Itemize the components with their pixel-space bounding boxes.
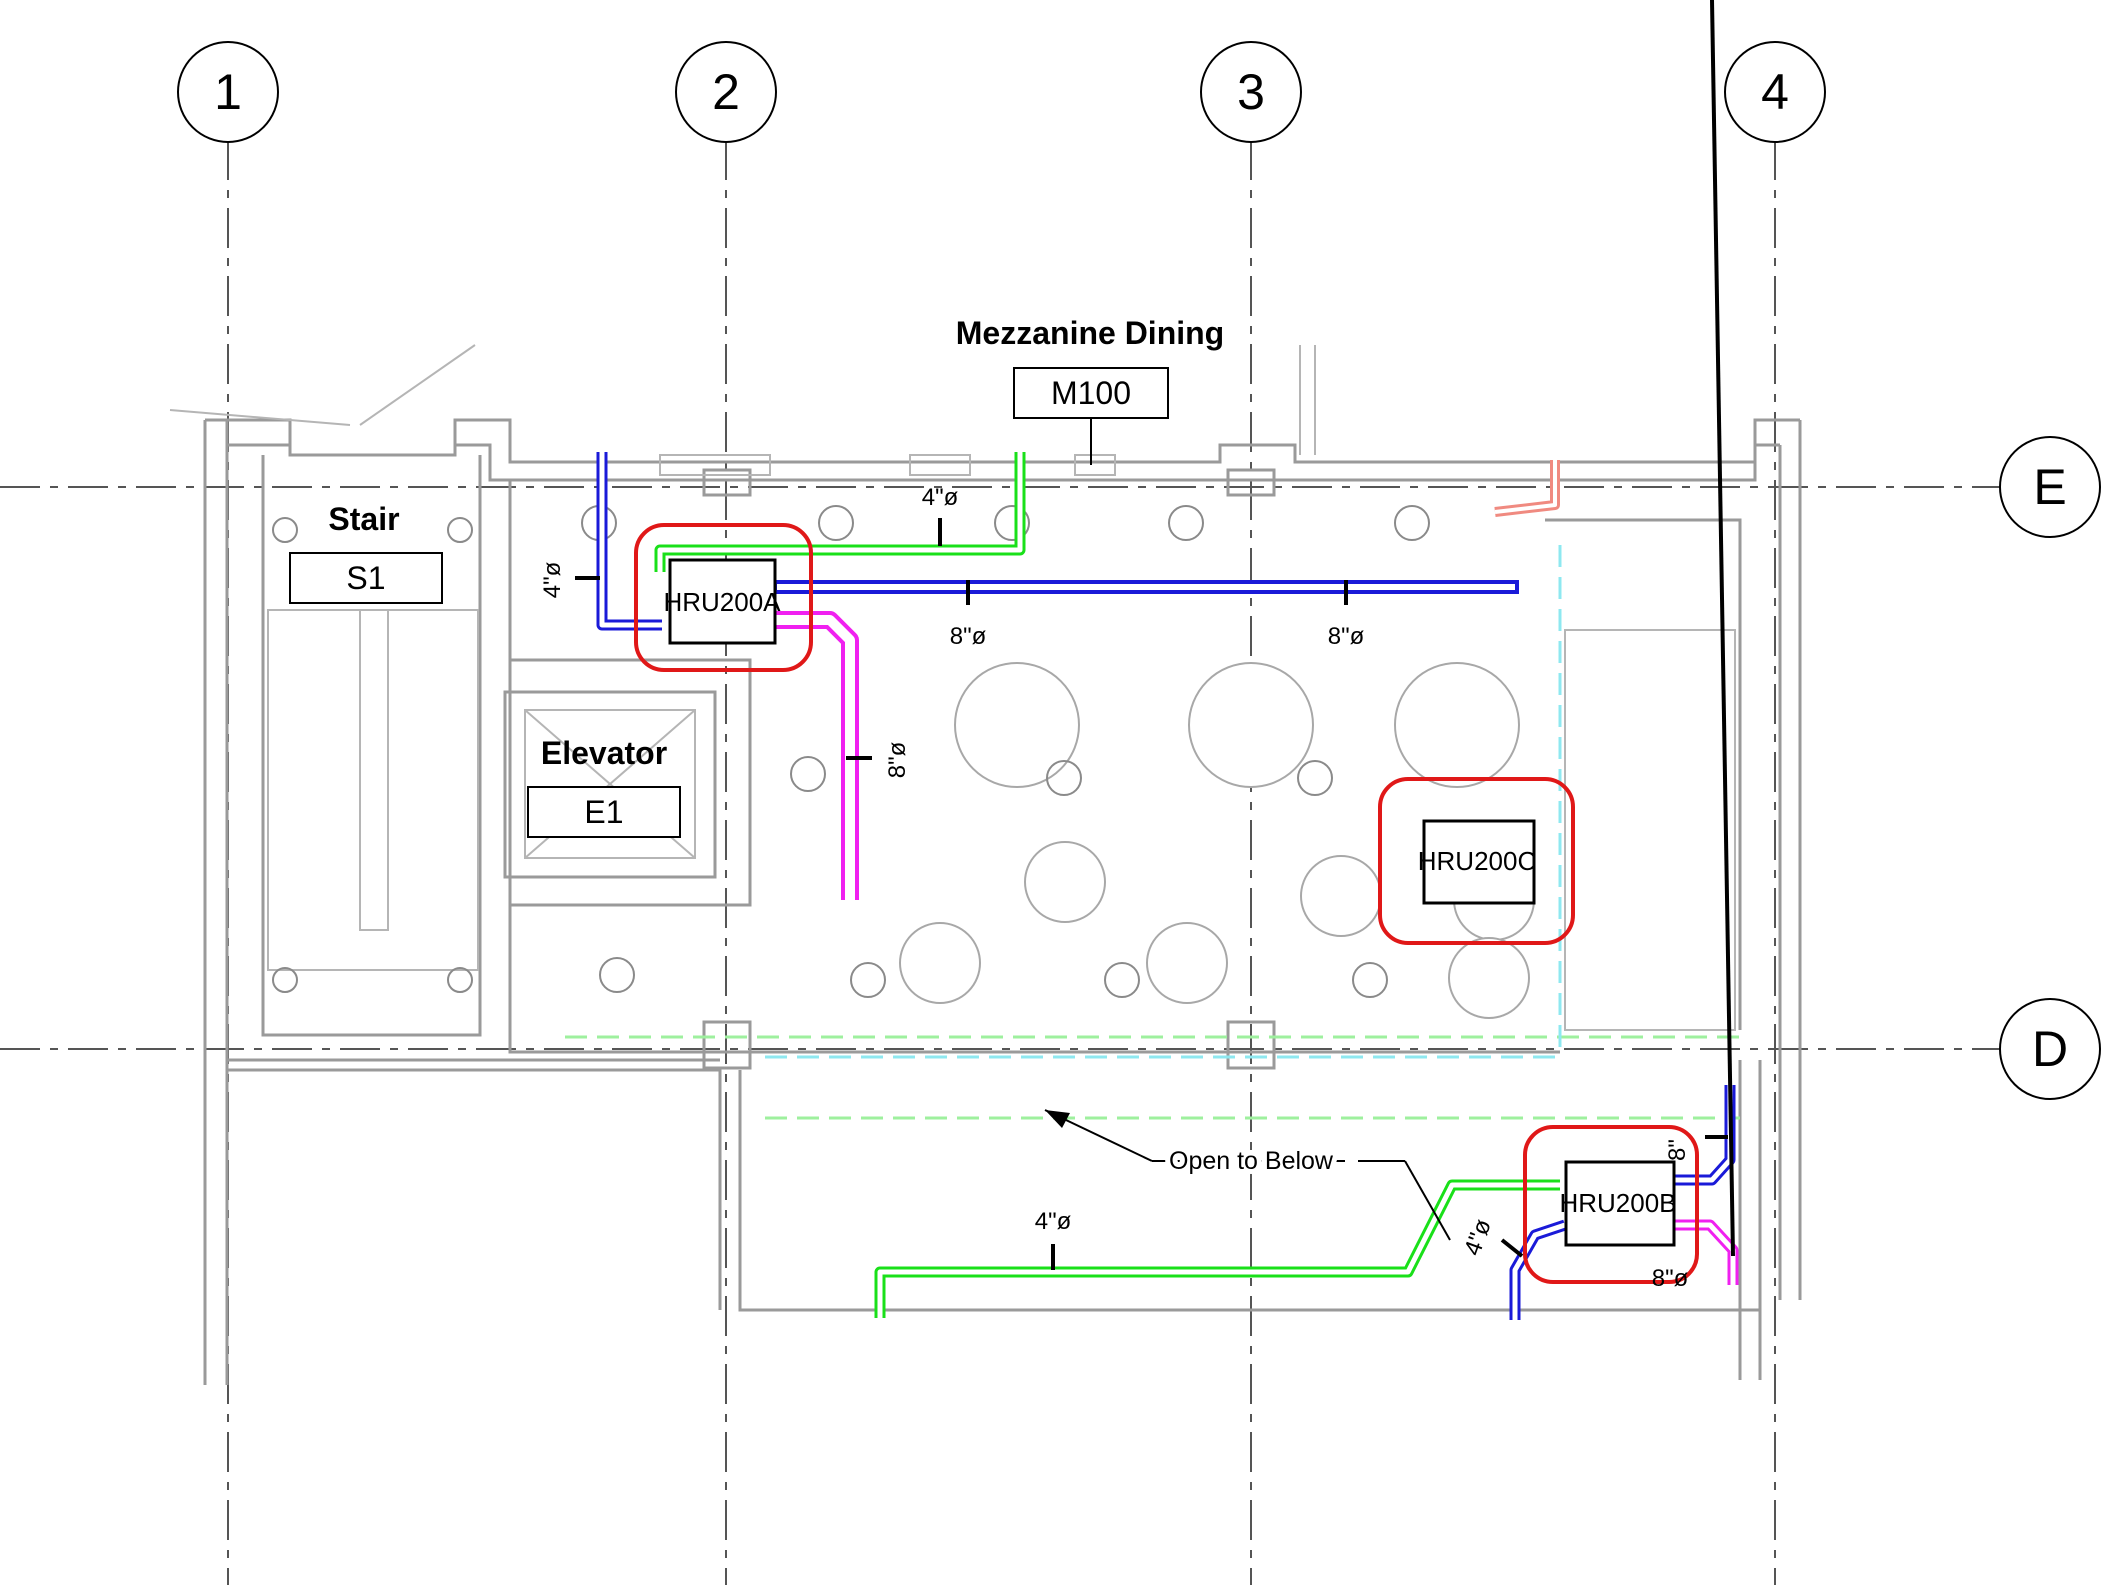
svg-text:HRU200C: HRU200C [1418,846,1537,876]
svg-text:Open to Below: Open to Below [1169,1147,1334,1175]
svg-text:8"ø: 8"ø [950,623,987,650]
grid-bubble-3: 3 [1200,41,1302,143]
svg-text:E: E [2033,459,2066,515]
svg-text:HRU200B: HRU200B [1559,1188,1676,1218]
svg-text:8"ø: 8"ø [1652,1265,1689,1292]
duct-tag-green-bottom: 4"ø [1035,1208,1072,1270]
hru-200a[interactable]: HRU200A [634,523,813,672]
grid-lines [0,140,2000,1585]
svg-text:8"ø: 8"ø [1328,623,1365,650]
duct-tag-blue-left: 4"ø [539,561,600,598]
svg-text:1: 1 [214,64,242,120]
duct-tag-magenta-b: 8"ø [1652,0,1735,1292]
svg-text:2: 2 [712,64,740,120]
svg-text:D: D [2032,1021,2068,1077]
svg-text:HRU200A: HRU200A [663,587,781,617]
svg-text:8": 8" [1664,1139,1691,1161]
duct-green-upper [654,452,1026,572]
duct-tag-blue-mid: 8"ø [950,580,987,650]
svg-text:4: 4 [1761,64,1789,120]
grid-bubble-1: 1 [177,41,279,143]
hru-200b[interactable]: HRU200B [1523,1125,1699,1284]
duct-magenta-b [1675,1219,1739,1285]
grid-bubble-4: 4 [1724,41,1826,143]
svg-text:Stair: Stair [328,501,399,537]
grid-bubble-2: 2 [675,41,777,143]
ceiling-diffusers [272,505,1430,998]
duct-tag-green-top: 4"ø [922,484,959,546]
room-label-mezzanine: Mezzanine Dining M100 [956,315,1224,465]
duct-magenta-a [775,611,859,900]
duct-tag-blue-right: 8"ø [1328,580,1365,650]
dashed-boundaries [565,545,1740,1120]
duct-green-lower [874,1179,1560,1318]
duct-tag-blue-b: 4"ø [1459,1215,1524,1259]
svg-text:4"ø: 4"ø [1459,1215,1497,1259]
duct-tag-blue-b-top: 8" [1664,1135,1728,1161]
svg-text:Mezzanine Dining: Mezzanine Dining [956,315,1224,351]
room-label-elevator: Elevator E1 [527,735,681,838]
hru-200c[interactable]: HRU200C [1378,777,1575,945]
grid-bubble-d: D [1999,998,2101,1100]
grid-bubble-e: E [1999,436,2101,538]
duct-tag-magenta-a: 8"ø [846,741,911,778]
svg-text:4"ø: 4"ø [922,484,959,511]
note-open-to-below: Open to Below [1044,1109,1451,1241]
building-walls [169,344,1802,1385]
duct-salmon [1494,460,1560,517]
svg-text:M100: M100 [1051,375,1131,411]
svg-text:S1: S1 [346,560,385,596]
stair-s1-treads [267,609,479,971]
svg-text:8"ø: 8"ø [884,741,911,778]
svg-text:4"ø: 4"ø [539,561,566,598]
svg-text:3: 3 [1237,64,1265,120]
room-label-stair: Stair S1 [289,501,443,604]
svg-text:Elevator: Elevator [541,735,667,771]
svg-text:4"ø: 4"ø [1035,1208,1072,1235]
svg-text:E1: E1 [584,794,623,830]
